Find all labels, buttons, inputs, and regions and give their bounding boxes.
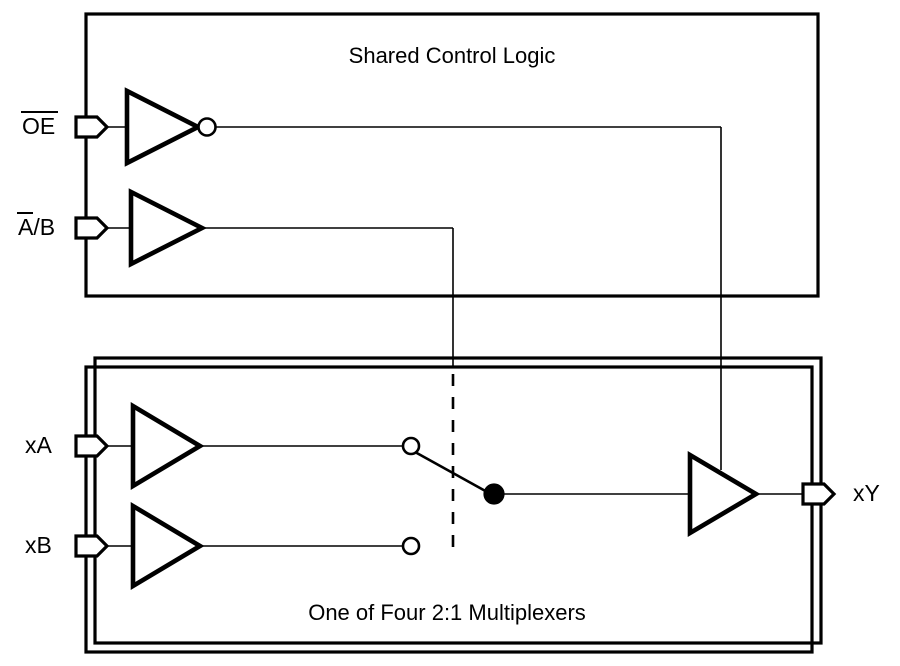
gate-xa-buffer	[130, 401, 205, 491]
switch-terminal-a-icon[interactable]	[401, 436, 421, 456]
gate-output-buffer	[687, 450, 761, 538]
pin-connector-xa[interactable]	[74, 434, 110, 458]
mux-block-title: One of Four 2:1 Multiplexers	[308, 600, 586, 625]
pin-label-xa: xA	[25, 432, 53, 458]
pin-label-xy: xY	[853, 480, 880, 506]
mux-box-front	[84, 365, 814, 654]
switch-arm[interactable]	[414, 450, 490, 495]
pin-connector-oe[interactable]	[74, 115, 110, 139]
gate-ab-buffer	[128, 188, 208, 268]
pin-connector-ab[interactable]	[74, 216, 110, 240]
shared-control-logic-title: Shared Control Logic	[349, 43, 556, 68]
pin-label-oe: OE	[22, 113, 55, 139]
gate-oe-inverter	[124, 87, 204, 167]
pin-label-xb: xB	[25, 532, 52, 558]
pin-connector-xb[interactable]	[74, 534, 110, 558]
pin-label-ab: A/B	[18, 214, 55, 240]
switch-terminal-b-icon[interactable]	[401, 536, 421, 556]
gate-xb-buffer	[130, 501, 205, 591]
shared-control-logic-box	[84, 12, 820, 298]
switch-common-pole-icon	[483, 483, 505, 505]
inverter-bubble-icon	[197, 117, 217, 137]
pin-connector-xy[interactable]	[801, 482, 837, 506]
